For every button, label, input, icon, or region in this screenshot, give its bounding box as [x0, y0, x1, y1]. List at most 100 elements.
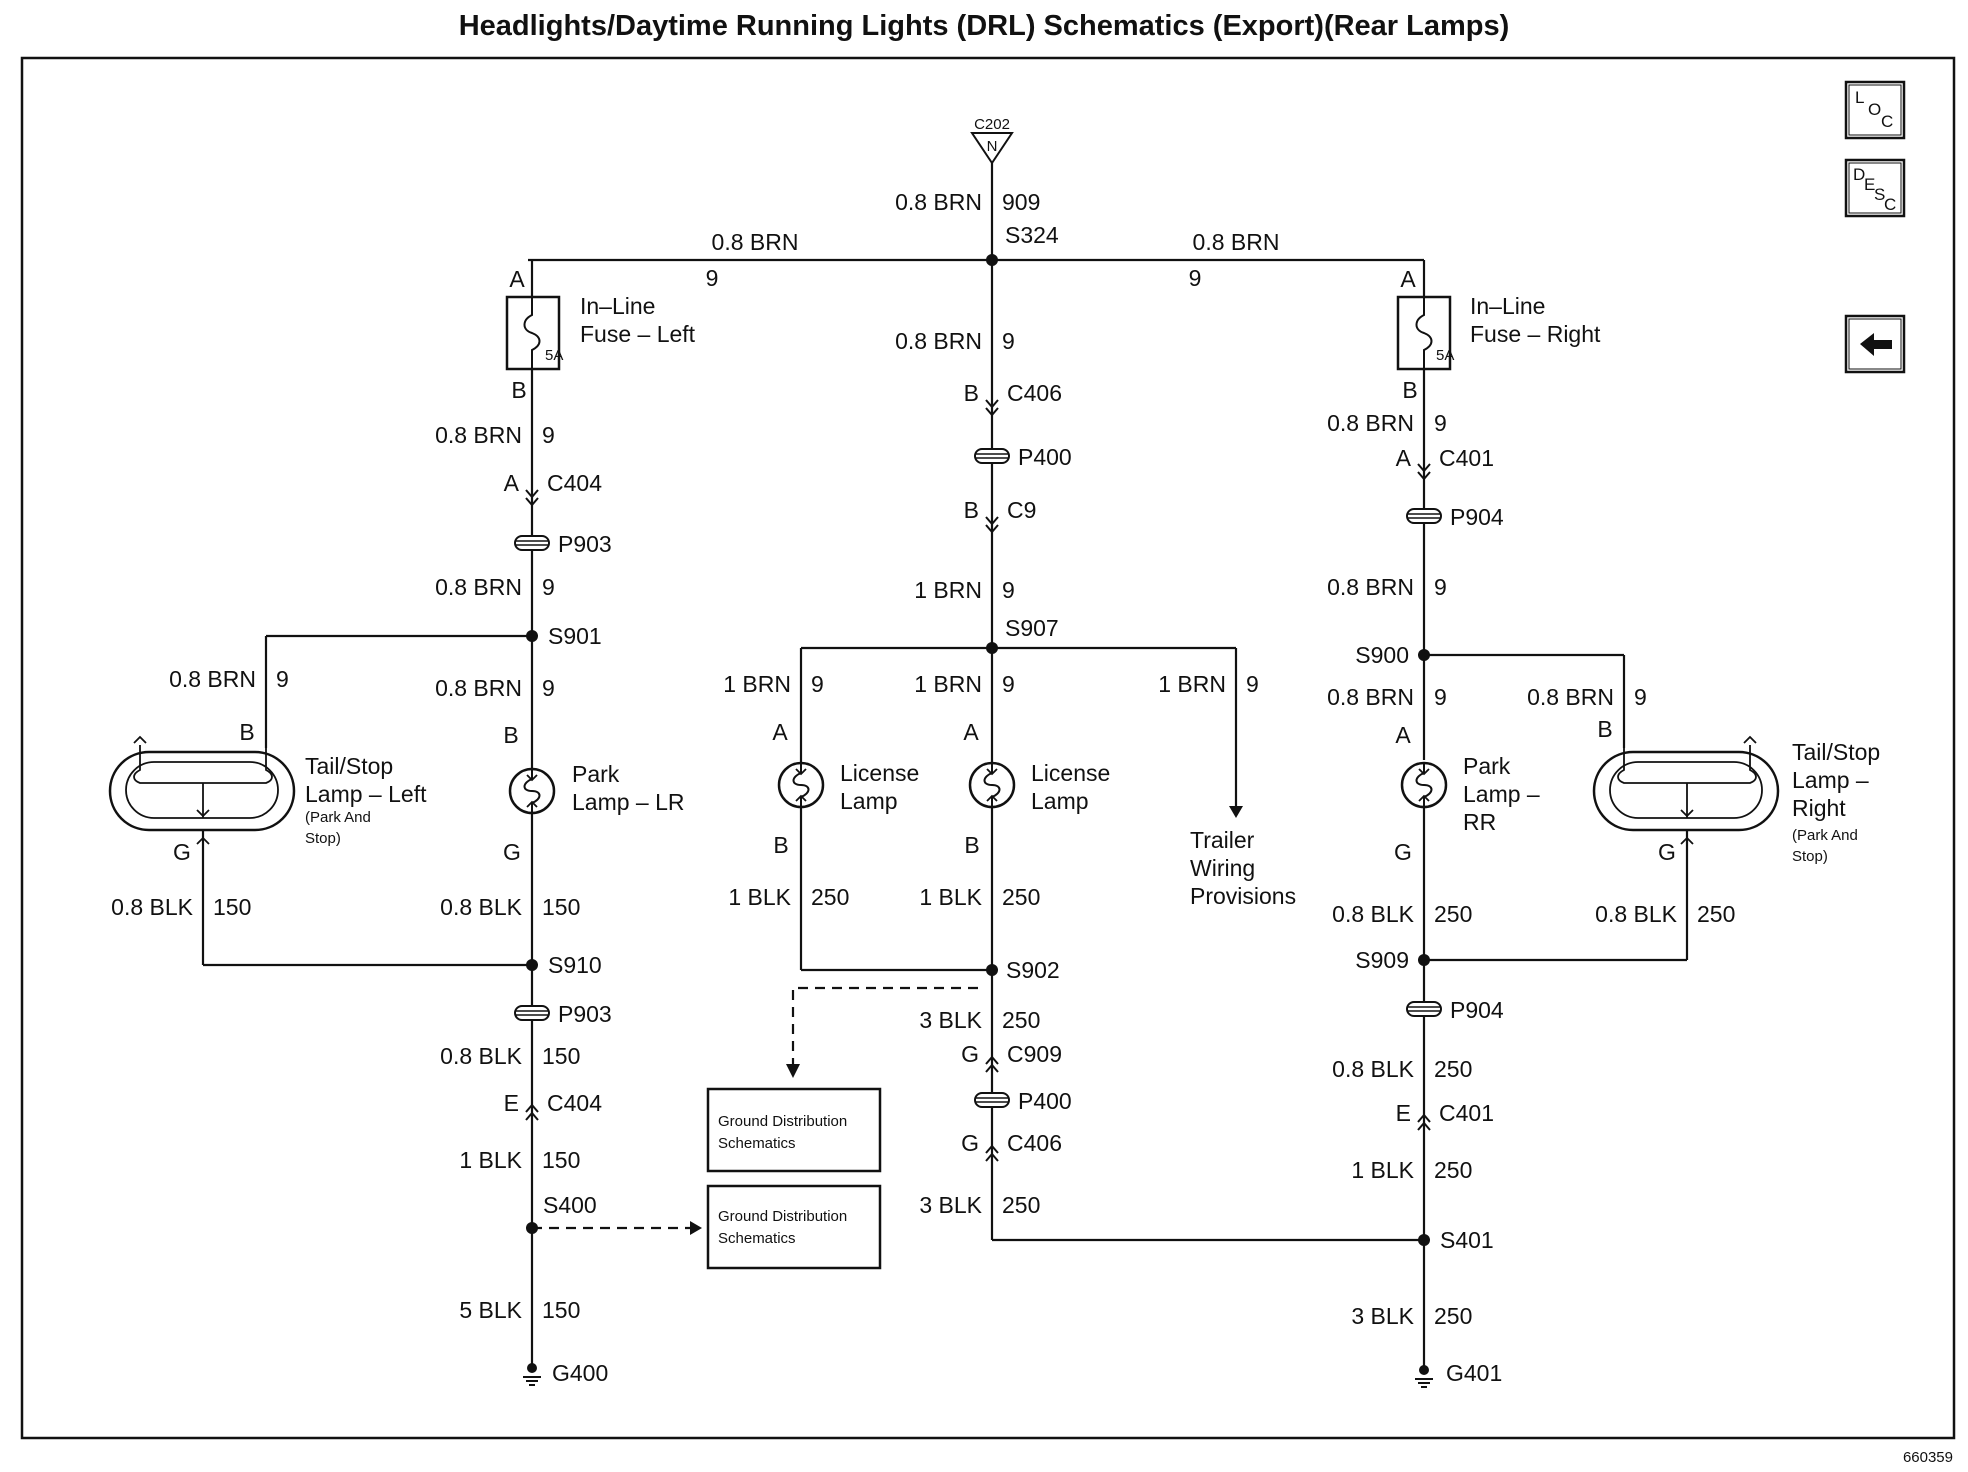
loc-button[interactable]: L O C — [1844, 80, 1906, 140]
pin-label: A — [1400, 266, 1416, 292]
passthru-label: P904 — [1450, 997, 1504, 1023]
circuit-label: 9 — [542, 574, 555, 600]
wire-label: 0.8 BLK — [1595, 901, 1677, 927]
ground-icon — [1414, 1364, 1434, 1388]
lamp-sublabel: Stop) — [1792, 848, 1828, 865]
park-lamp-lr — [508, 767, 556, 815]
connector-label: C401 — [1439, 1100, 1494, 1126]
park-lamp-rr — [1400, 761, 1448, 809]
lamp-sublabel: (Park And — [305, 809, 371, 826]
pin-label: G — [1658, 839, 1676, 865]
fuse-label: Fuse – Right — [1470, 321, 1601, 347]
wire-label: 0.8 BRN — [1327, 574, 1414, 600]
circuit-label: 250 — [1002, 1007, 1040, 1033]
pin-label: A — [1395, 722, 1411, 748]
wire-label: 0.8 BRN — [435, 422, 522, 448]
wire-label: 0.8 BRN — [712, 229, 799, 255]
circuit-label: 9 — [1434, 684, 1447, 710]
left-arrow-icon — [1860, 333, 1892, 356]
ground-icon — [522, 1362, 542, 1386]
wire-label: 0.8 BRN — [169, 666, 256, 692]
circuit-label: 150 — [213, 894, 251, 920]
lamp-label: Lamp – Left — [305, 781, 427, 807]
wire-label: 0.8 BLK — [1332, 901, 1414, 927]
fuse-rating: 5A — [545, 347, 563, 364]
pin-label: G — [173, 839, 191, 865]
pin-label: B — [773, 832, 788, 858]
link-label: Schematics — [718, 1135, 796, 1152]
loc-icon-o: O — [1868, 100, 1881, 119]
passthru-label: P903 — [558, 1001, 612, 1027]
pin-label: B — [503, 722, 518, 748]
pin-label: G — [503, 839, 521, 865]
desc-button[interactable]: D E S C — [1844, 158, 1906, 218]
lamp-label: Lamp — [840, 788, 898, 814]
wire-label: 0.8 BRN — [1327, 410, 1414, 436]
ground-label: G400 — [552, 1360, 608, 1386]
circuit-label: 250 — [1434, 1157, 1472, 1183]
lamp-label: Lamp — [1031, 788, 1089, 814]
wire-label: 3 BLK — [1351, 1303, 1414, 1329]
circuit-label: 150 — [542, 1297, 580, 1323]
c202-label: C202 — [974, 116, 1010, 133]
wire-label: 1 BRN — [723, 671, 791, 697]
splice-s401 — [1418, 1234, 1430, 1246]
wire-label: 0.8 BRN — [435, 675, 522, 701]
connector-label: C909 — [1007, 1041, 1062, 1067]
wire-label: 1 BLK — [1351, 1157, 1414, 1183]
connector-label: C406 — [1007, 380, 1062, 406]
passthru-label: P400 — [1018, 444, 1072, 470]
wire-label: 5 BLK — [459, 1297, 522, 1323]
lamp-label: Lamp – LR — [572, 789, 685, 815]
wire-label: 1 BLK — [728, 884, 791, 910]
pin-label: G — [961, 1130, 979, 1156]
wire-label: 0.8 BRN — [1327, 684, 1414, 710]
lamp-label: Park — [572, 761, 620, 787]
pin-label: B — [1402, 377, 1417, 403]
pin-label: B — [511, 377, 526, 403]
splice-label: S910 — [548, 952, 602, 978]
desc-icon-d: D — [1853, 165, 1865, 184]
lamp-label: License — [840, 760, 919, 786]
splice-s902 — [986, 964, 998, 976]
pin-label: A — [1396, 445, 1412, 471]
wire-label: 0.8 BRN — [895, 328, 982, 354]
c202-pin: N — [987, 138, 998, 155]
circuit-label: 9 — [542, 675, 555, 701]
wire-label: 0.8 BLK — [440, 894, 522, 920]
trailer-label: Trailer — [1190, 827, 1255, 853]
lamp-sublabel: (Park And — [1792, 827, 1858, 844]
fuse-label: In–Line — [580, 293, 655, 319]
pin-label: B — [239, 719, 254, 745]
pin-label: B — [964, 832, 979, 858]
ground-distribution-link-1[interactable]: Ground Distribution Schematics — [706, 1087, 882, 1173]
document-id: 660359 — [1903, 1449, 1953, 1466]
back-arrow-button[interactable] — [1844, 314, 1906, 374]
wire-label: 0.8 BLK — [440, 1043, 522, 1069]
desc-icon-s: S — [1874, 185, 1885, 204]
circuit-label: 250 — [1002, 1192, 1040, 1218]
wire-label: 0.8 BRN — [1193, 229, 1280, 255]
passthru-label: P903 — [558, 531, 612, 557]
tail-stop-lamp-left — [108, 735, 296, 832]
ground-distribution-link-2[interactable]: Ground Distribution Schematics — [706, 1184, 882, 1270]
circuit-label: 909 — [1002, 189, 1040, 215]
circuit-label: 9 — [706, 265, 719, 291]
lamp-label: RR — [1463, 809, 1496, 835]
circuit-label: 250 — [1697, 901, 1735, 927]
pin-label: B — [1597, 716, 1612, 742]
license-lamp-1 — [777, 761, 825, 809]
license-lamp-2 — [968, 761, 1016, 809]
wire-label: 0.8 BRN — [1527, 684, 1614, 710]
pin-label: G — [1394, 839, 1412, 865]
fuse-right: 5A — [1396, 295, 1454, 371]
passthru-label: P904 — [1450, 504, 1504, 530]
tail-stop-lamp-right — [1592, 735, 1780, 832]
circuit-label: 250 — [1002, 884, 1040, 910]
circuit-label: 150 — [542, 894, 580, 920]
splice-label: S400 — [543, 1192, 597, 1218]
connector-label: C406 — [1007, 1130, 1062, 1156]
splice-s324 — [986, 254, 998, 266]
splice-label: S324 — [1005, 222, 1059, 248]
fuse-rating: 5A — [1436, 347, 1454, 364]
